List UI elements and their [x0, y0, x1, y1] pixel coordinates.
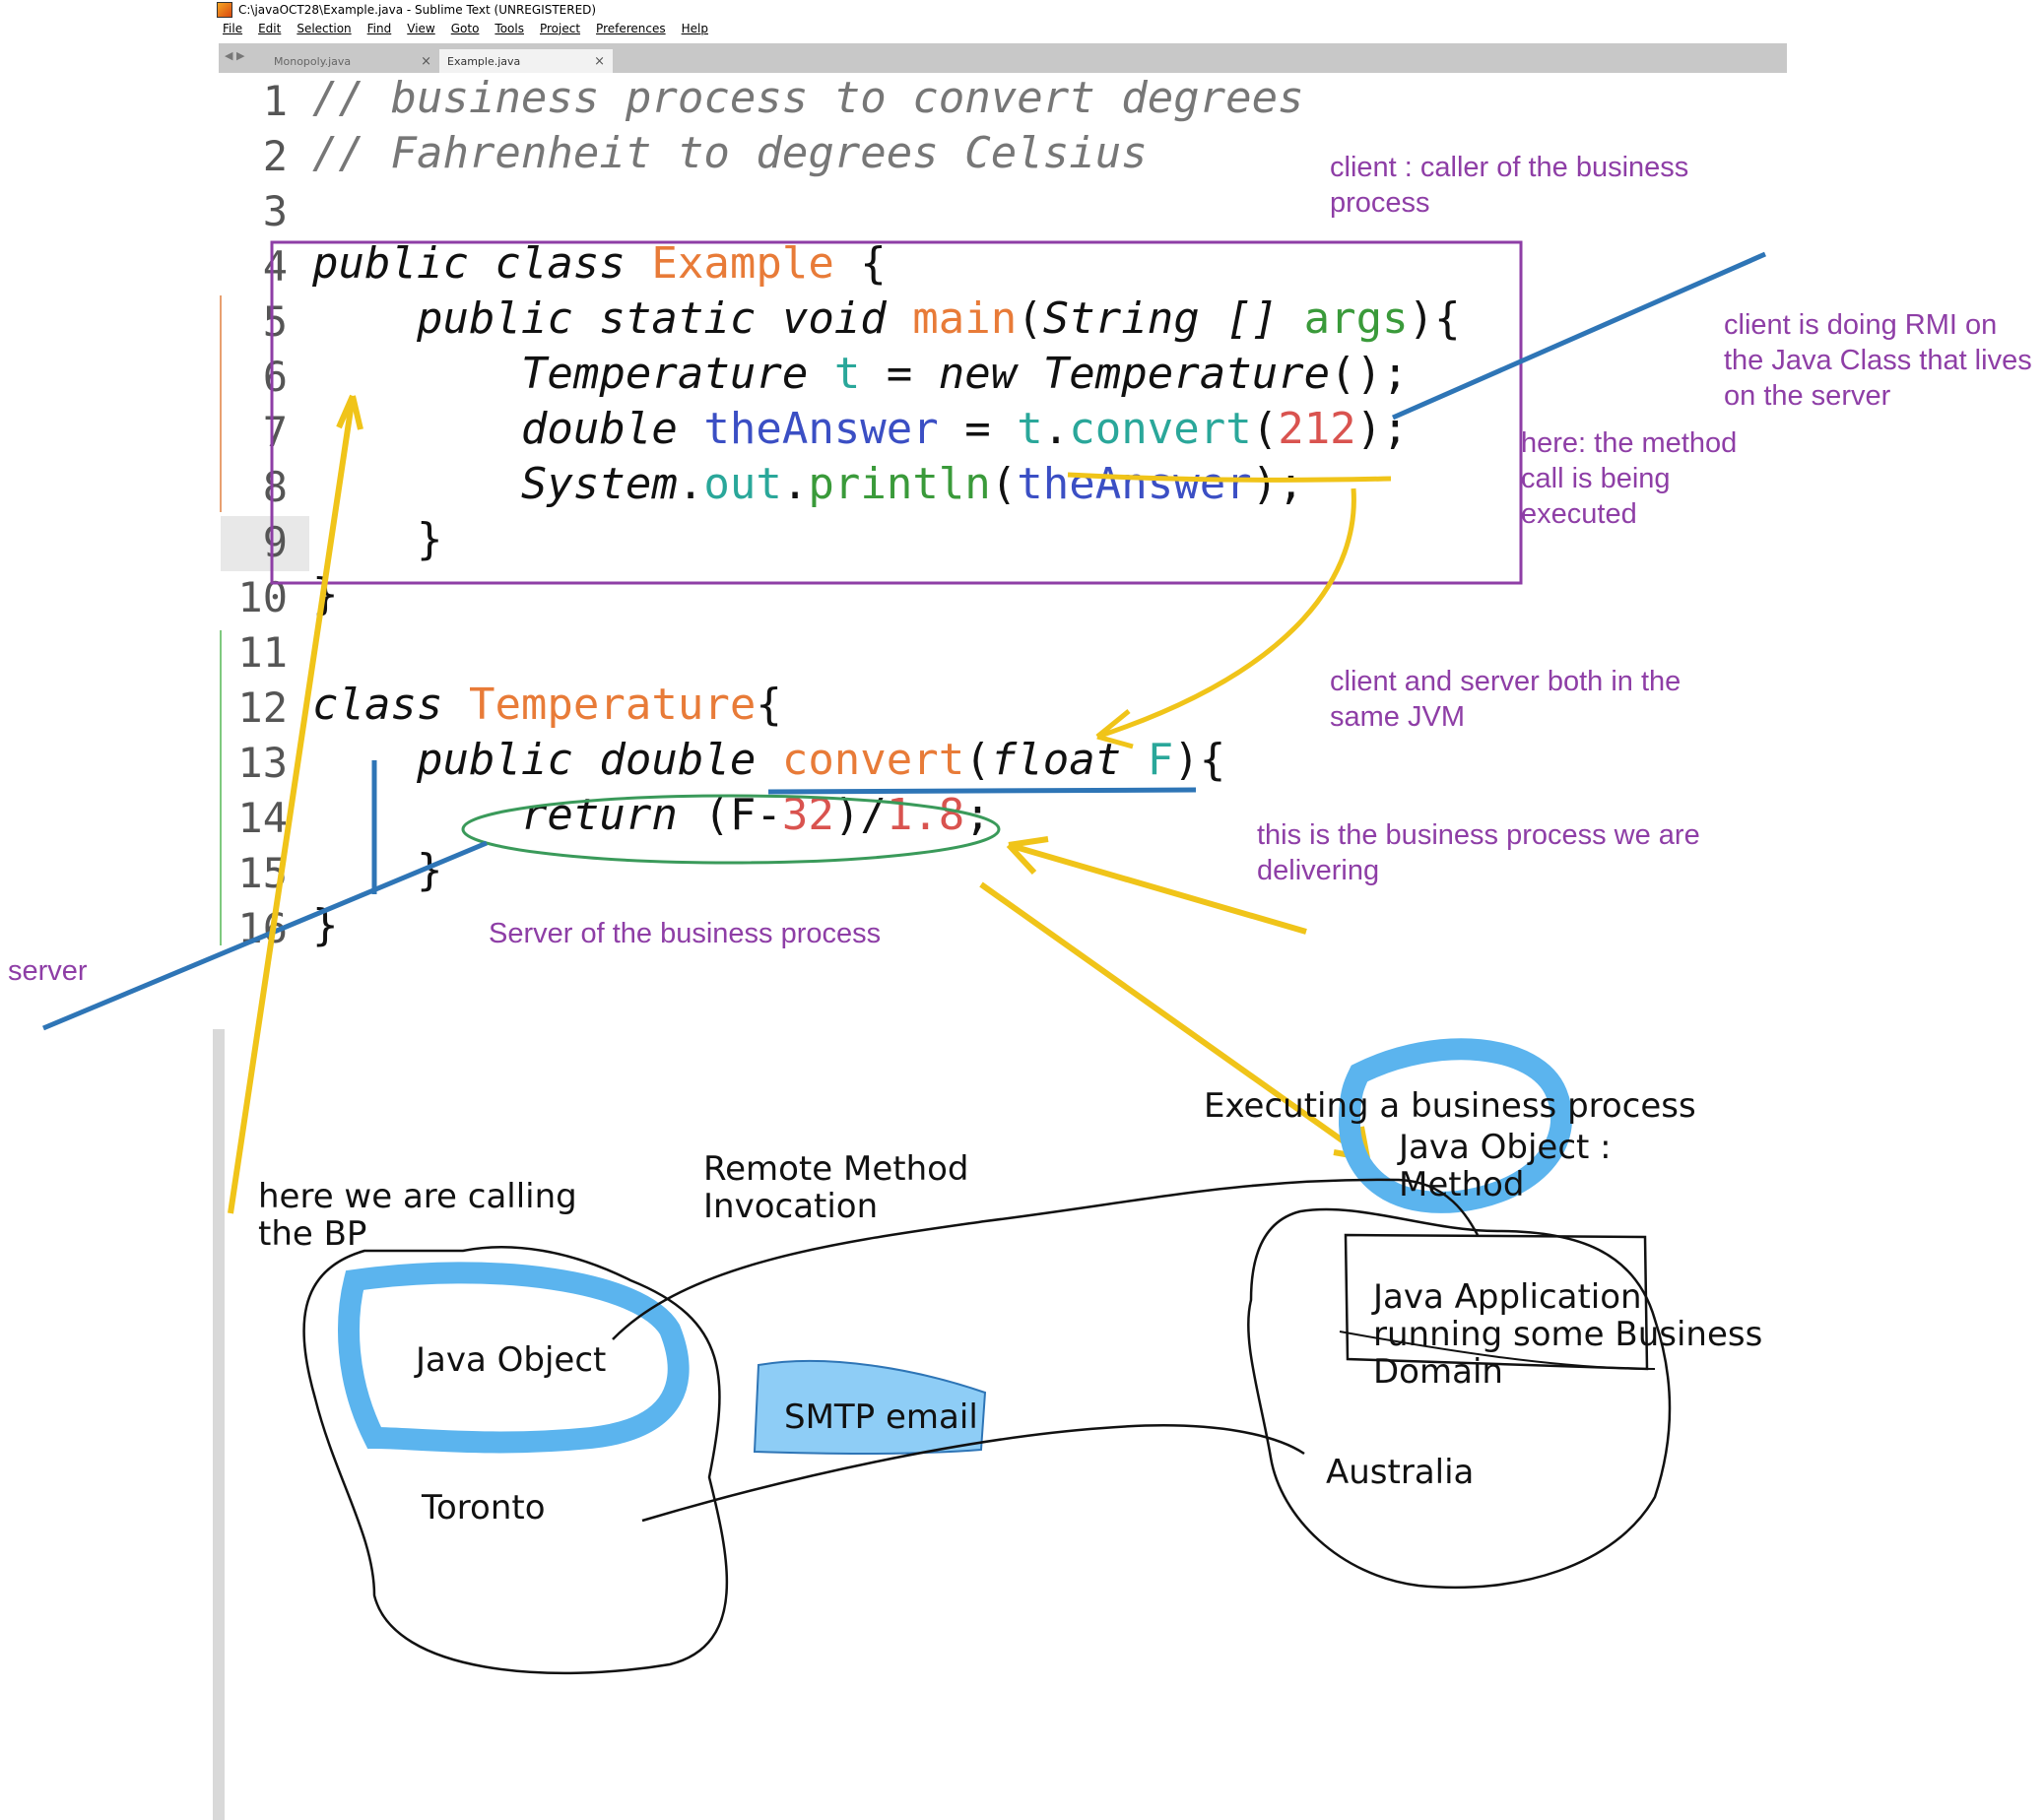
- line-number: 7: [262, 408, 288, 456]
- menu-help[interactable]: Help: [681, 22, 708, 35]
- sublime-app-icon: [217, 2, 232, 18]
- business-process-arrow: [1008, 842, 1307, 935]
- menu-tools[interactable]: Tools: [495, 22, 524, 35]
- code-line-13: public double convert(float F){: [312, 735, 1226, 785]
- label-rmi: Remote Method Invocation: [703, 1149, 969, 1226]
- tab-label: Example.java: [447, 54, 521, 68]
- editor-gutter-bar: [213, 1029, 225, 1820]
- label-java-app: Java Application running some Business D…: [1373, 1277, 1763, 1392]
- line-number: 11: [237, 628, 288, 677]
- line-number: 10: [237, 573, 288, 621]
- menu-project[interactable]: Project: [539, 22, 581, 35]
- line-number: 2: [262, 132, 288, 180]
- close-icon[interactable]: ×: [421, 53, 431, 69]
- note-client-rmi: client is doing RMI on the Java Class th…: [1724, 309, 2032, 412]
- note-here-method: here: the method call is being executed: [1521, 427, 1738, 530]
- code-line-4: public class Example {: [312, 238, 887, 289]
- rmi-connection-line: [612, 1178, 1480, 1340]
- smtp-email-bubble: [753, 1359, 987, 1455]
- server-line: [42, 840, 488, 1031]
- line-number: 9: [262, 518, 288, 566]
- tab-label: Monopoly.java: [274, 54, 352, 68]
- label-toronto: Toronto: [422, 1488, 546, 1528]
- menu-find[interactable]: Find: [366, 22, 392, 35]
- menu-selection[interactable]: Selection: [297, 22, 352, 35]
- menu-edit[interactable]: Edit: [258, 22, 282, 35]
- menu-goto[interactable]: Goto: [450, 22, 480, 35]
- note-client-caller: client : caller of the business process: [1330, 152, 1689, 219]
- code-line-2: // Fahrenheit to degrees Celsius: [312, 128, 1148, 178]
- strike-line: [1339, 1331, 1656, 1370]
- line-number: 6: [262, 353, 288, 401]
- line-number: 5: [262, 297, 288, 346]
- note-server: server: [8, 955, 88, 987]
- main-method-box: [270, 240, 1523, 585]
- label-java-object: Java Object: [416, 1340, 607, 1380]
- code-line-9: }: [312, 514, 443, 564]
- arrow-head: [1006, 836, 1049, 876]
- close-icon[interactable]: ×: [594, 53, 605, 69]
- client-rmi-line: [1391, 251, 1767, 421]
- current-line-highlight: [221, 516, 309, 571]
- code-line-6: Temperature t = new Temperature();: [312, 349, 1409, 399]
- java-object-highlight: [338, 1262, 690, 1454]
- label-smtp: SMTP email: [784, 1398, 978, 1437]
- label-calling-bp: here we are calling the BP: [258, 1177, 577, 1254]
- toronto-blob: [302, 1246, 729, 1675]
- code-line-12: class Temperature{: [312, 680, 782, 730]
- code-line-7: double theAnswer = t.convert(212);: [312, 404, 1409, 454]
- note-business-process: this is the business process we are deli…: [1257, 819, 1700, 886]
- smtp-connection-line: [641, 1424, 1305, 1523]
- menu-bar: File Edit Selection Find View Goto Tools…: [223, 22, 724, 41]
- method-highlight: [1338, 1038, 1572, 1213]
- code-line-14: return (F-32)/1.8;: [312, 790, 991, 840]
- tab-monopoly[interactable]: Monopoly.java ×: [266, 49, 439, 73]
- tab-example[interactable]: Example.java ×: [439, 49, 613, 73]
- tab-bar: ◀ ▶ Monopoly.java × Example.java ×: [219, 43, 1787, 73]
- label-australia: Australia: [1326, 1453, 1475, 1492]
- line-number: 12: [237, 683, 288, 732]
- label-java-object-method: Java Object : Method: [1399, 1128, 1612, 1204]
- line-number: 4: [262, 242, 288, 291]
- convert-call-underline: [1067, 472, 1392, 483]
- line-number: 3: [262, 187, 288, 235]
- title-bar: C:\javaOCT28\Example.java - Sublime Text…: [217, 0, 1202, 20]
- note-same-jvm: client and server both in the same JVM: [1330, 666, 1681, 733]
- line-number: 13: [237, 739, 288, 787]
- australia-blob: [1247, 1207, 1672, 1590]
- call-to-method-arrow: [1096, 488, 1356, 740]
- menu-preferences[interactable]: Preferences: [596, 22, 666, 35]
- tab-nav-arrows-icon[interactable]: ◀ ▶: [225, 49, 245, 62]
- code-line-8: System.out.println(theAnswer);: [312, 459, 1304, 509]
- window-title: C:\javaOCT28\Example.java - Sublime Text…: [238, 3, 597, 17]
- menu-view[interactable]: View: [407, 22, 435, 35]
- arrow-head: [1095, 709, 1134, 749]
- line-number: 8: [262, 463, 288, 511]
- code-line-1: // business process to convert degrees: [312, 73, 1304, 123]
- note-server-bp: Server of the business process: [489, 918, 882, 949]
- code-line-5: public static void main(String [] args){: [312, 293, 1461, 344]
- arrow-head: [336, 394, 363, 430]
- label-executing: Executing a business process: [1204, 1086, 1696, 1126]
- convert-signature-underline: [767, 787, 1197, 795]
- line-number: 14: [237, 794, 288, 842]
- return-ellipse: [461, 794, 1001, 865]
- executing-arrow: [979, 881, 1369, 1161]
- line-number: 1: [262, 77, 288, 125]
- calling-bp-arrow: [228, 395, 356, 1214]
- menu-file[interactable]: File: [223, 22, 243, 35]
